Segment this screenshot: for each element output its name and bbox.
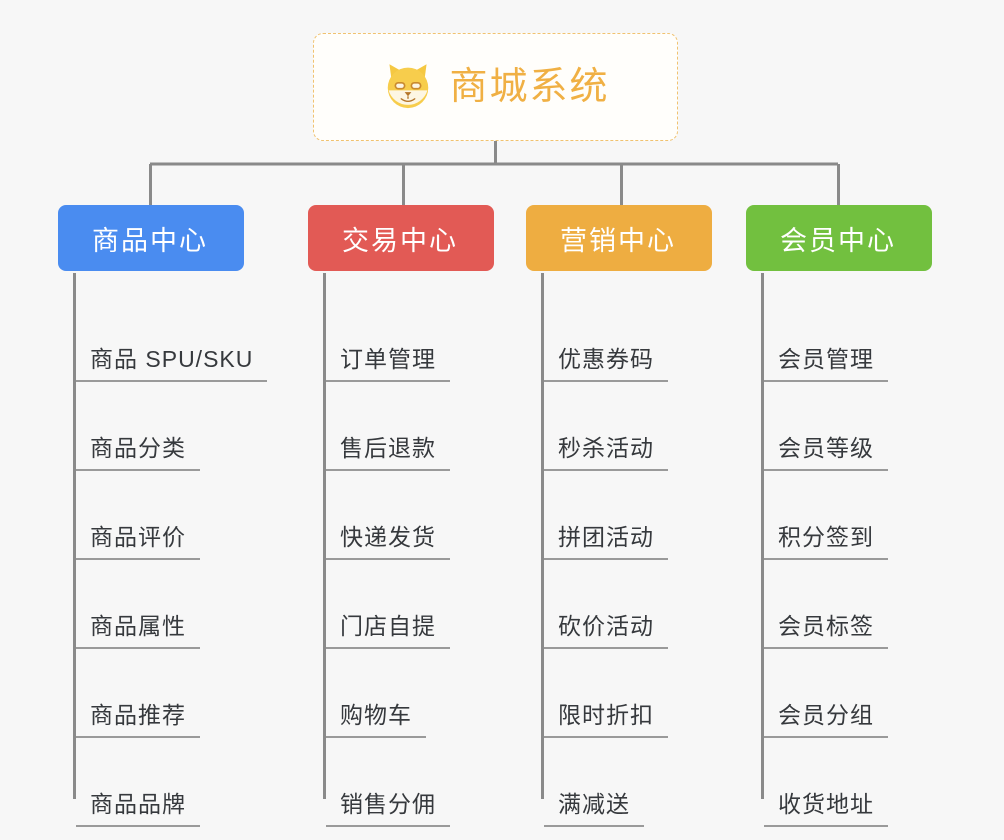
leaf-label: 购物车: [340, 702, 412, 729]
leaf-label: 商品评价: [90, 524, 186, 551]
leaf-label: 售后退款: [340, 435, 436, 462]
leaf-label: 门店自提: [340, 613, 436, 640]
leaf-list: 优惠券码 秒杀活动 拼团活动 砍价活动 限时折扣 满减送: [526, 293, 712, 827]
leaf-label: 优惠券码: [558, 346, 654, 373]
leaf-item[interactable]: 销售分佣: [308, 738, 494, 827]
leaf-item[interactable]: 商品推荐: [58, 649, 267, 738]
leaf-label: 订单管理: [340, 346, 436, 373]
leaf-item[interactable]: 会员管理: [746, 293, 932, 382]
leaf-item[interactable]: 门店自提: [308, 560, 494, 649]
leaf-label: 会员标签: [778, 613, 874, 640]
leaf-item[interactable]: 砍价活动: [526, 560, 712, 649]
leaf-label: 收货地址: [778, 791, 874, 818]
leaf-item[interactable]: 收货地址: [746, 738, 932, 827]
leaf-label: 满减送: [558, 791, 630, 818]
leaf-label: 会员管理: [778, 346, 874, 373]
leaf-item[interactable]: 优惠券码: [526, 293, 712, 382]
root-title: 商城系统: [449, 66, 610, 108]
leaf-list: 订单管理 售后退款 快递发货 门店自提 购物车 销售分佣: [308, 293, 494, 827]
category-header-marketing-center[interactable]: 营销中心: [526, 205, 712, 271]
leaf-label: 秒杀活动: [558, 435, 654, 462]
leaf-item[interactable]: 限时折扣: [526, 649, 712, 738]
leaf-item[interactable]: 秒杀活动: [526, 382, 712, 471]
category-column-trade-center: 交易中心 订单管理 售后退款 快递发货 门店自提 购物车 销售分佣: [308, 205, 494, 827]
leaf-label: 砍价活动: [558, 613, 654, 640]
leaf-item[interactable]: 商品评价: [58, 471, 267, 560]
leaf-item[interactable]: 商品 SPU/SKU: [58, 293, 268, 382]
category-column-marketing-center: 营销中心 优惠券码 秒杀活动 拼团活动 砍价活动 限时折扣 满减送: [526, 205, 712, 827]
category-title: 会员中心: [780, 225, 896, 256]
category-column-member-center: 会员中心 会员管理 会员等级 积分签到 会员标签 会员分组 收货地址: [746, 205, 932, 827]
leaf-label: 商品属性: [90, 613, 186, 640]
leaf-label: 拼团活动: [558, 524, 654, 551]
leaf-list: 会员管理 会员等级 积分签到 会员标签 会员分组 收货地址: [746, 293, 932, 827]
shiba-dog-face-icon: [388, 64, 429, 109]
leaf-label: 销售分佣: [340, 791, 436, 818]
leaf-item[interactable]: 满减送: [526, 738, 712, 827]
leaf-item[interactable]: 商品分类: [58, 382, 267, 471]
leaf-list: 商品 SPU/SKU 商品分类 商品评价 商品属性 商品推荐 商品品牌: [58, 293, 268, 827]
leaf-item[interactable]: 售后退款: [308, 382, 494, 471]
leaf-item[interactable]: 商品属性: [58, 560, 267, 649]
leaf-item[interactable]: 商品品牌: [58, 738, 267, 827]
root-node[interactable]: 商城系统: [313, 33, 678, 141]
category-title: 商品中心: [92, 225, 208, 256]
leaf-item[interactable]: 购物车: [308, 649, 494, 738]
leaf-item[interactable]: 会员等级: [746, 382, 932, 471]
leaf-label: 快递发货: [340, 524, 436, 551]
category-header-member-center[interactable]: 会员中心: [746, 205, 932, 271]
leaf-label: 积分签到: [778, 524, 874, 551]
leaf-label: 会员等级: [778, 435, 874, 462]
leaf-label: 商品 SPU/SKU: [90, 346, 254, 373]
leaf-label: 限时折扣: [558, 702, 654, 729]
leaf-item[interactable]: 积分签到: [746, 471, 932, 560]
leaf-label: 会员分组: [778, 702, 874, 729]
leaf-label: 商品品牌: [90, 791, 186, 818]
category-column-product-center: 商品中心 商品 SPU/SKU 商品分类 商品评价 商品属性 商品推荐 商品品牌: [58, 205, 268, 827]
leaf-item[interactable]: 会员分组: [746, 649, 932, 738]
leaf-item[interactable]: 会员标签: [746, 560, 932, 649]
leaf-item[interactable]: 快递发货: [308, 471, 494, 560]
leaf-label: 商品推荐: [90, 702, 186, 729]
category-header-trade-center[interactable]: 交易中心: [308, 205, 494, 271]
leaf-item[interactable]: 订单管理: [308, 293, 494, 382]
leaf-item[interactable]: 拼团活动: [526, 471, 712, 560]
category-header-product-center[interactable]: 商品中心: [58, 205, 244, 271]
category-title: 营销中心: [560, 225, 676, 256]
leaf-label: 商品分类: [90, 435, 186, 462]
category-title: 交易中心: [342, 225, 458, 256]
